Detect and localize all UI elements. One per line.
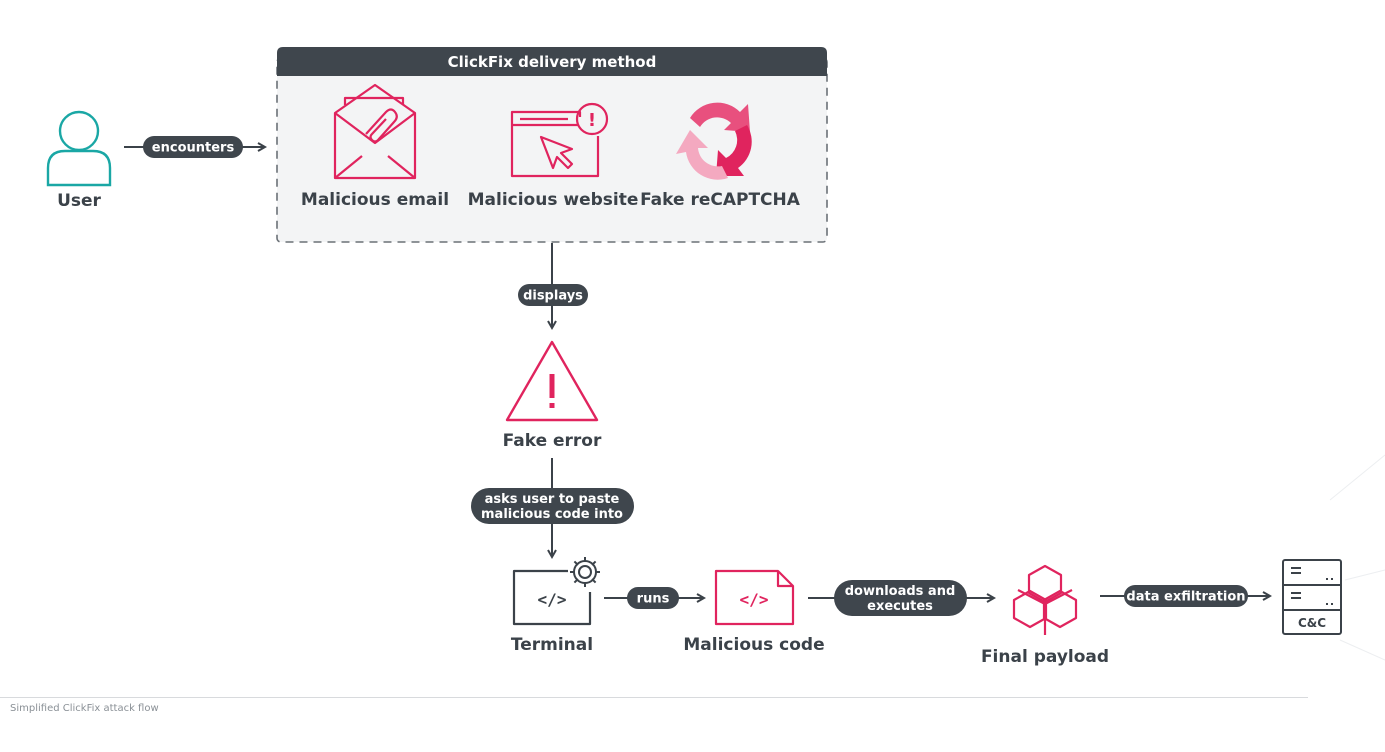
edge-encounters-label: encounters: [152, 141, 235, 156]
malicious-website-node: ! Malicious website: [468, 102, 639, 210]
edge-runs-label: runs: [637, 592, 670, 607]
edge-asks-label-2: malicious code into: [481, 507, 623, 522]
edge-runs-pill: [627, 587, 679, 609]
figure-caption: Simplified ClickFix attack flow: [10, 703, 159, 714]
delivery-box-title: ClickFix delivery method: [448, 53, 657, 71]
edge-downloads-label-2: executes: [867, 599, 933, 614]
caption-divider: [0, 697, 1308, 698]
recaptcha-icon: [676, 102, 752, 180]
terminal-node: </> Terminal: [511, 557, 600, 655]
edge-asks-label-1: asks user to paste: [485, 492, 620, 507]
edge-exfiltration-label: data exfiltration: [1126, 590, 1245, 605]
envelope-icon: [333, 83, 417, 180]
code-file-icon: [714, 569, 795, 626]
edge-displays-label: displays: [523, 289, 583, 304]
edge-exfiltration-pill: [1124, 585, 1248, 607]
cnc-server-node: C&C: [1282, 559, 1342, 635]
user-label: User: [57, 191, 101, 211]
delivery-method-box: ClickFix delivery method: [276, 47, 828, 243]
malicious-code-glyph: </>: [740, 590, 769, 609]
fake-error-node: Fake error: [503, 340, 602, 451]
malicious-email-node: Malicious email: [301, 83, 449, 210]
fake-error-label: Fake error: [503, 431, 602, 451]
terminal-label: Terminal: [511, 635, 593, 655]
terminal-code-glyph: </>: [538, 590, 567, 609]
user-icon: [46, 110, 112, 187]
fake-recaptcha-node: Fake reCAPTCHA: [640, 102, 801, 210]
browser-warning-icon: [510, 102, 609, 178]
final-payload-label: Final payload: [981, 647, 1109, 667]
warning-triangle-icon: [505, 340, 599, 422]
edge-downloads-pill: [834, 580, 967, 616]
malicious-email-label: Malicious email: [301, 190, 449, 210]
terminal-icon: [512, 569, 592, 626]
malicious-code-label: Malicious code: [683, 635, 824, 655]
edge-encounters-pill: [143, 136, 243, 158]
biohazard-icon: [1012, 564, 1078, 635]
decorative-edge-lines: [1329, 454, 1385, 661]
user-node: User: [46, 110, 112, 211]
website-warning-glyph: !: [588, 110, 596, 131]
gear-icon: [570, 557, 600, 587]
fake-recaptcha-label: Fake reCAPTCHA: [640, 190, 801, 210]
edge-downloads-label-1: downloads and: [845, 584, 956, 599]
edge-displays-pill: [518, 284, 588, 306]
server-icon: [1282, 559, 1342, 635]
malicious-code-node: </> Malicious code: [683, 569, 825, 655]
edge-asks-pill: [471, 488, 634, 524]
final-payload-node: Final payload: [981, 564, 1109, 667]
malicious-website-label: Malicious website: [468, 190, 639, 210]
cnc-label: C&C: [1298, 616, 1326, 630]
